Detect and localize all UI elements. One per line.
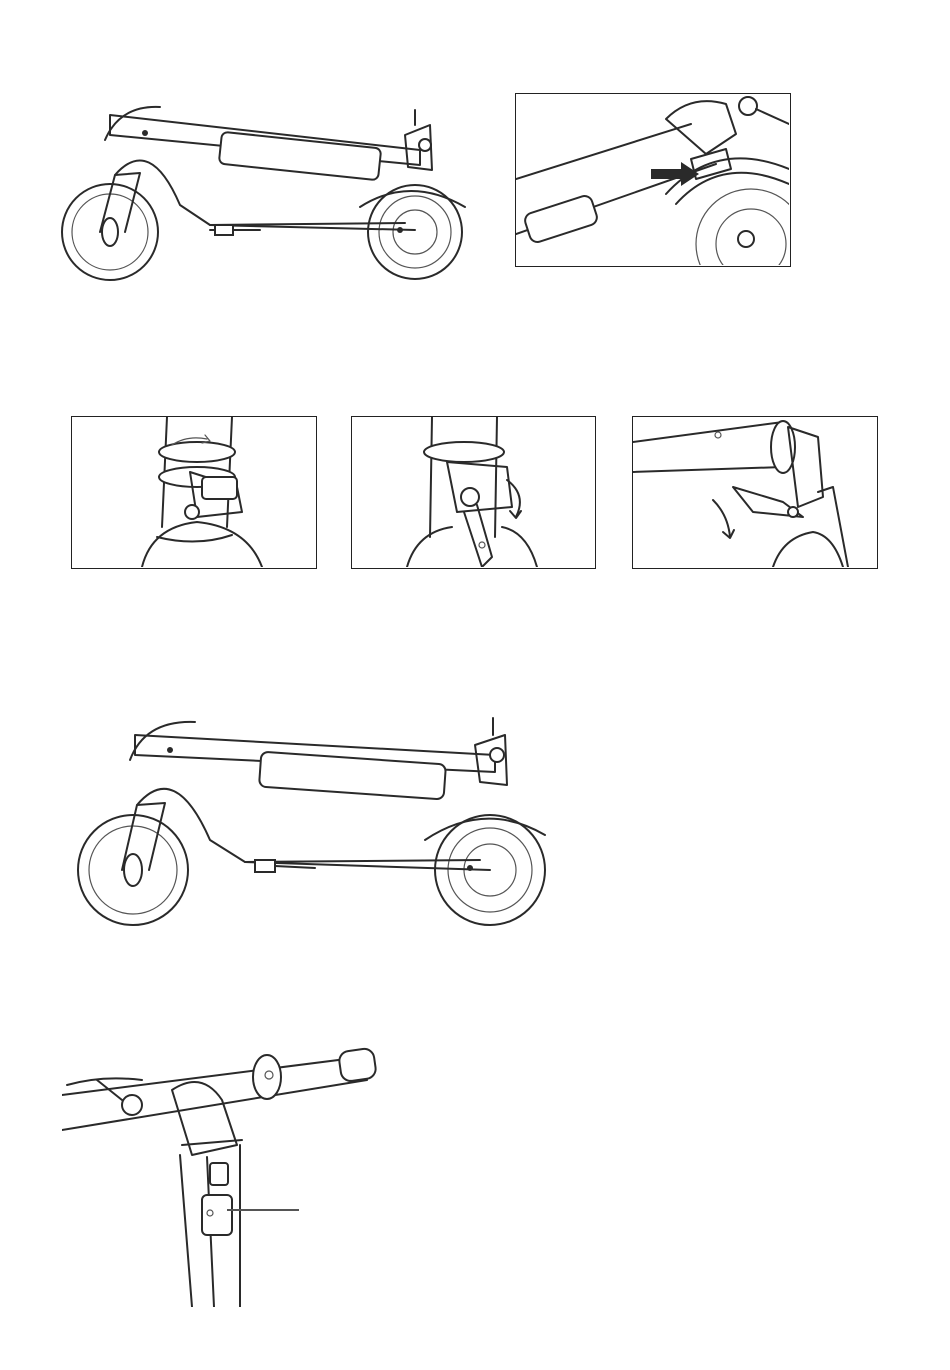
fold-arrow-icon	[708, 497, 738, 542]
push-arrow-icon	[651, 162, 701, 186]
clamp-lever-icon	[72, 417, 315, 567]
rear-latch-detail	[515, 93, 791, 267]
callout-line-icon	[227, 1207, 302, 1213]
scooter-folded-icon	[75, 710, 560, 935]
handlebar-detail	[62, 1045, 382, 1307]
clamp-step-2	[351, 416, 596, 569]
scooter-folded-side-2	[75, 710, 560, 935]
rotate-arrow-icon	[502, 477, 532, 522]
scooter-folded-icon	[60, 95, 475, 290]
scooter-folded-side	[60, 95, 475, 290]
handlebar-icon	[62, 1045, 382, 1307]
clamp-step-1	[71, 416, 317, 569]
clamp-step-3	[632, 416, 878, 569]
